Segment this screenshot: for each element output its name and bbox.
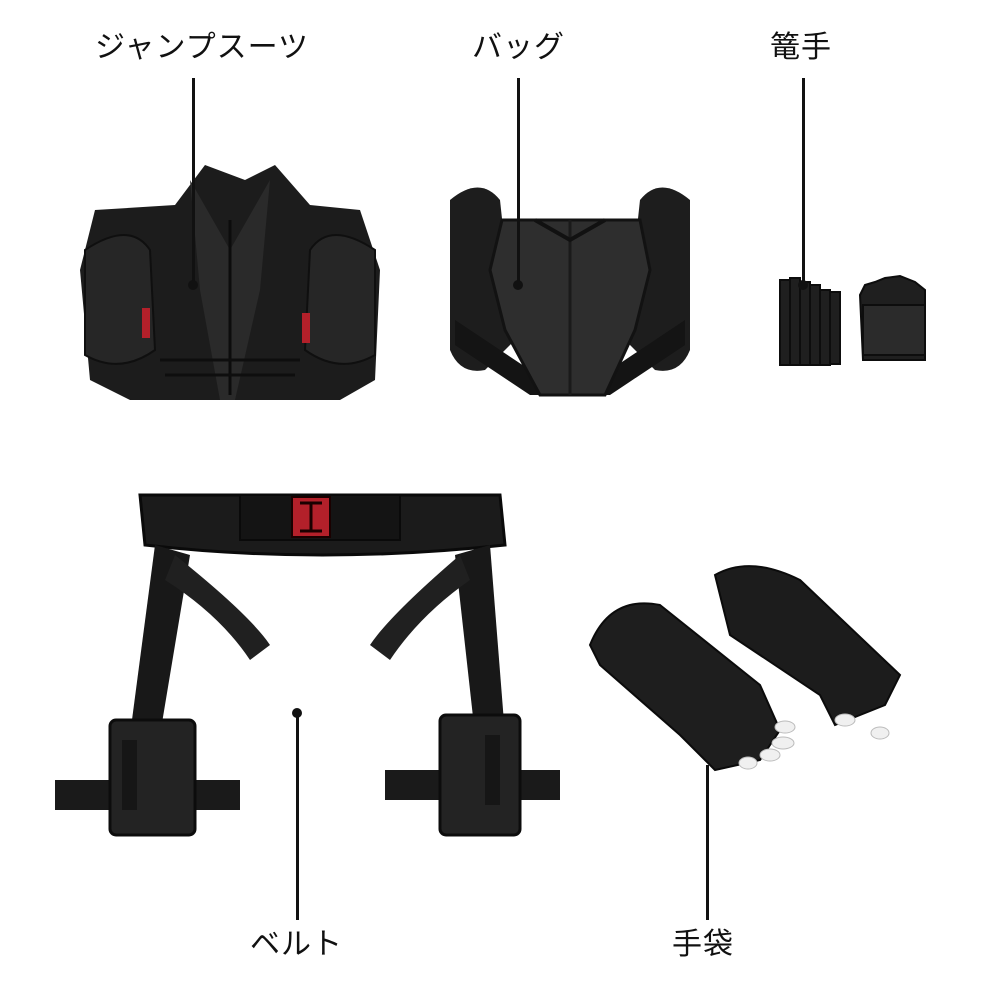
gauntlet-image [779, 274, 926, 366]
gloves-image [588, 565, 902, 772]
bag-label: バッグ [472, 30, 565, 65]
belt-leader-dot [292, 708, 302, 718]
bag-leader-dot [513, 280, 523, 290]
belt-holster-image [55, 493, 560, 837]
gauntlet-leader-dot [798, 280, 808, 290]
gloves-label: 手袋 [672, 927, 734, 962]
belt-leader-line [296, 716, 299, 920]
jumpsuit-leader-line [192, 78, 195, 286]
bag-leader-line [517, 78, 520, 286]
belt-label: ベルト [250, 927, 343, 962]
bag-harness-image [450, 187, 690, 397]
gauntlet-label: 篭手 [770, 30, 832, 65]
jumpsuit-image [80, 165, 380, 400]
gauntlet-leader-line [802, 78, 805, 286]
gloves-leader-line [706, 765, 709, 920]
jumpsuit-leader-dot [188, 280, 198, 290]
jumpsuit-label: ジャンプスーツ [95, 30, 309, 65]
